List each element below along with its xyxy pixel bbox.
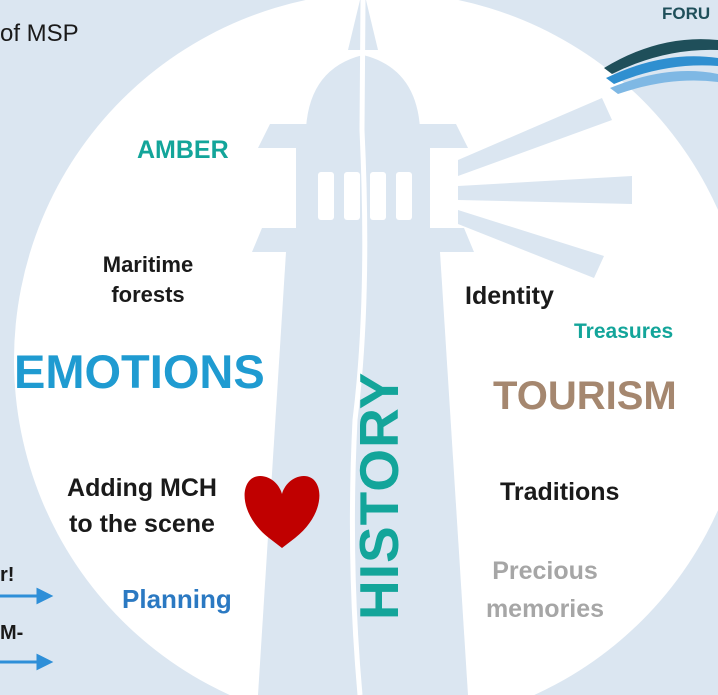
lantern-windows: [318, 172, 412, 220]
precious-line1: Precious: [492, 557, 598, 585]
word-history: HISTORY: [348, 371, 410, 620]
adding-mch-line1: Adding MCH: [67, 474, 217, 502]
brand-text: FORU: [662, 4, 711, 23]
word-maritime-forests: Maritime forests: [78, 250, 218, 310]
maritime-line2: forests: [111, 282, 185, 307]
word-precious-memories: Precious memories: [470, 552, 620, 628]
word-identity: Identity: [465, 282, 554, 310]
forum-wave-logo: [604, 39, 718, 94]
maritime-line1: Maritime: [102, 252, 194, 277]
word-traditions: Traditions: [500, 478, 620, 506]
header-left-text: of MSP: [0, 20, 79, 47]
word-tourism: TOURISM: [493, 374, 677, 418]
lighthouse-split-line: [349, 0, 368, 695]
left-fragment-exclaim: r!: [0, 564, 15, 586]
word-emotions: EMOTIONS: [14, 345, 265, 398]
word-amber: AMBER: [137, 136, 229, 164]
word-adding-mch: Adding MCH to the scene: [52, 470, 232, 542]
left-arrows: [0, 587, 54, 671]
word-treasures: Treasures: [574, 320, 674, 343]
heart-icon: [244, 476, 320, 548]
word-planning: Planning: [122, 584, 232, 614]
precious-line2: memories: [485, 595, 605, 623]
left-fragment-m-dash: M-: [0, 622, 24, 644]
lighthouse-icon: [252, 0, 632, 695]
adding-mch-line2: to the scene: [69, 510, 215, 538]
